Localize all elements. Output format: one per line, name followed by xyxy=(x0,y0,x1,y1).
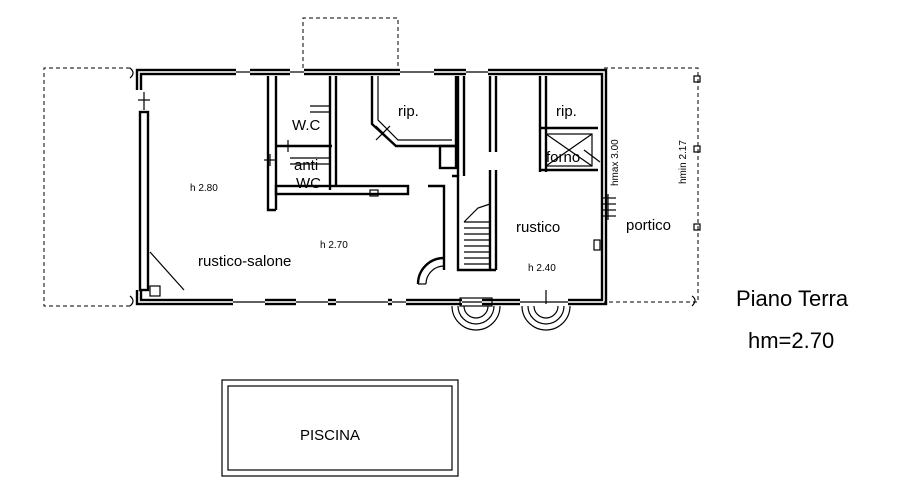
right-portico-outline xyxy=(604,67,699,303)
plan-average-height: hm=2.70 xyxy=(748,328,834,353)
room-label-oven: forno xyxy=(546,149,580,166)
room-label-anti-wc: WC xyxy=(296,175,321,192)
central-walls xyxy=(428,76,498,272)
height-label-240: h 2.40 xyxy=(528,263,556,274)
room-label-rustico: rustico xyxy=(516,219,560,236)
room-label-storage-2: rip. xyxy=(556,103,577,120)
height-label-hmax: hmax 3.00 xyxy=(610,139,621,186)
room-label-rustico-salone: rustico-salone xyxy=(198,253,291,270)
portico-posts xyxy=(691,75,701,307)
height-label-280: h 2.80 xyxy=(190,183,218,194)
pool xyxy=(221,379,459,477)
interior-partition xyxy=(274,184,410,197)
left-portico-outline xyxy=(43,67,130,307)
room-label-portico: portico xyxy=(626,217,671,234)
wc-block xyxy=(264,76,338,212)
height-label-270: h 2.70 xyxy=(320,240,348,251)
left-wall-opening xyxy=(129,67,185,307)
bay-element-left xyxy=(416,256,445,285)
bay-windows xyxy=(451,290,571,331)
room-label-pool: PISCINA xyxy=(300,427,360,444)
room-label-storage-1: rip. xyxy=(398,103,419,120)
right-wall-features xyxy=(593,194,616,251)
height-label-hmin: hmin 2.17 xyxy=(678,140,689,184)
room-label-anti: anti xyxy=(294,157,318,174)
storage-room-1 xyxy=(370,76,458,148)
plan-title: Piano Terra xyxy=(736,286,849,311)
room-label-wc: W.C xyxy=(292,117,320,134)
top-canopy-outline xyxy=(302,17,399,68)
storage-and-oven xyxy=(538,76,601,172)
windows xyxy=(233,68,568,306)
staircase xyxy=(463,203,491,265)
